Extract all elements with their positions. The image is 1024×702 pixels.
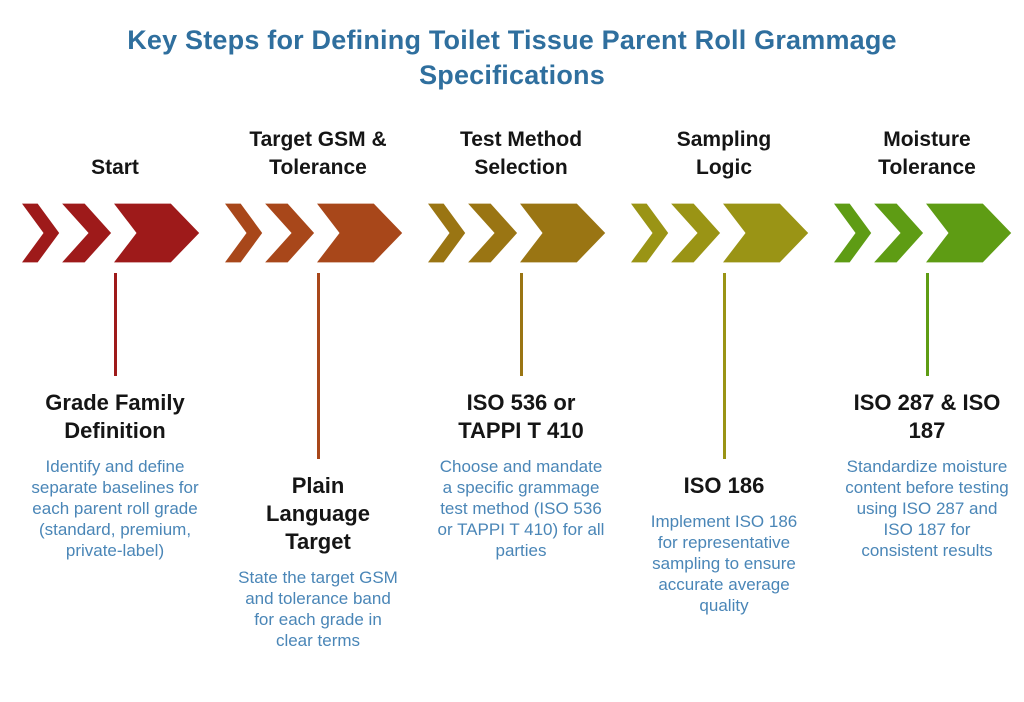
triple-chevron-arrow-icon	[225, 203, 403, 263]
arrow-body-segment	[723, 203, 809, 263]
step-title: Grade Family Definition	[45, 390, 185, 443]
chevron-segment	[22, 203, 60, 263]
arrow-body-segment	[520, 203, 606, 263]
steps-row: Start Grade Family Definition Identify a…	[0, 120, 1024, 651]
arrow-body-segment	[926, 203, 1012, 263]
step-title: ISO 536 or TAPPI T 410	[458, 390, 584, 443]
chevron-segment	[468, 203, 518, 263]
step-title: ISO 186	[683, 473, 765, 498]
chevron-segment	[62, 203, 112, 263]
triple-chevron-arrow-icon	[631, 203, 809, 263]
chevron-segment	[428, 203, 466, 263]
triple-chevron-arrow-icon	[834, 203, 1012, 263]
chevron-segment	[631, 203, 669, 263]
connector-line	[316, 273, 320, 459]
chevron-segment	[225, 203, 263, 263]
connector-line	[519, 273, 523, 376]
step-header: Sampling Logic	[676, 128, 772, 179]
step-description: Identify and define separate baselines f…	[31, 457, 199, 560]
connector-line	[722, 273, 726, 459]
step-column-sampling-logic: Sampling Logic ISO 186 Implement ISO 186…	[626, 120, 822, 651]
arrow-body-segment	[114, 203, 200, 263]
step-header: Test Method Selection	[459, 128, 583, 179]
step-column-start: Start Grade Family Definition Identify a…	[17, 120, 213, 651]
triple-chevron-arrow-icon	[428, 203, 606, 263]
step-description: Implement ISO 186 for representative sam…	[650, 512, 798, 615]
page-title: Key Steps for Defining Toilet Tissue Par…	[127, 25, 897, 90]
chevron-segment	[671, 203, 721, 263]
step-column-test-method: Test Method Selection ISO 536 or TAPPI T…	[423, 120, 619, 651]
connector-line	[113, 273, 117, 376]
step-title: Plain Language Target	[266, 473, 370, 554]
chevron-segment	[874, 203, 924, 263]
chevron-segment	[834, 203, 872, 263]
step-header: Start	[91, 156, 139, 179]
step-column-moisture: Moisture Tolerance ISO 287 & ISO 187 Sta…	[829, 120, 1024, 651]
step-header: Moisture Tolerance	[878, 128, 976, 179]
triple-chevron-arrow-icon	[22, 203, 200, 263]
step-description: Choose and mandate a specific grammage t…	[437, 457, 605, 560]
step-title: ISO 287 & ISO 187	[853, 390, 1001, 443]
step-description: Standardize moisture content before test…	[845, 457, 1009, 560]
connector-line	[925, 273, 929, 376]
step-header: Target GSM & Tolerance	[249, 128, 387, 179]
step-column-target-gsm: Target GSM & Tolerance Plain Language Ta…	[220, 120, 416, 651]
chevron-segment	[265, 203, 315, 263]
arrow-body-segment	[317, 203, 403, 263]
step-description: State the target GSM and tolerance band …	[238, 568, 398, 650]
